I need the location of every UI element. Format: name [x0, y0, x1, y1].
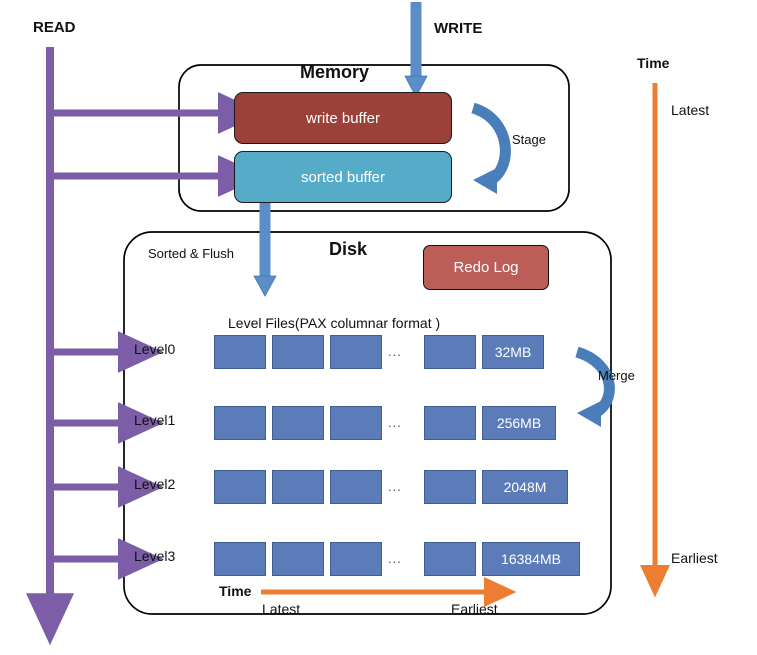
- level-file-block[interactable]: [424, 470, 476, 504]
- level-files-caption: Level Files(PAX columnar format ): [228, 315, 441, 331]
- sorted-buffer-box[interactable]: sorted buffer: [234, 151, 452, 203]
- redo-log-label: Redo Log: [453, 259, 519, 276]
- level-size-label: 16384MB: [501, 551, 561, 567]
- write-buffer-label: write buffer: [306, 109, 380, 127]
- sorted-flush-label: Sorted & Flush: [148, 246, 234, 261]
- stage-arrow: [470, 102, 511, 194]
- write-buffer-box[interactable]: write buffer: [234, 92, 452, 144]
- memory-title: Memory: [300, 62, 370, 82]
- read-arrow-group: [26, 47, 264, 646]
- time-axis-bottom-title: Time: [219, 583, 252, 599]
- disk-title: Disk: [329, 239, 368, 259]
- merge-arrow: [575, 346, 615, 427]
- time-axis-right-top-label: Latest: [671, 102, 710, 118]
- memory-container: [178, 64, 570, 212]
- time-axis-right-title: Time: [637, 55, 670, 71]
- level-file-block[interactable]: [330, 470, 382, 504]
- level-row: Level2... 2048M: [0, 470, 757, 504]
- level-file-block[interactable]: [214, 406, 266, 440]
- level-files-ellipsis: ...: [388, 344, 402, 359]
- level-name-label: Level3: [134, 548, 176, 564]
- merge-label: Merge: [598, 368, 635, 383]
- level-size-block[interactable]: 256MB: [482, 406, 556, 440]
- level-file-block[interactable]: [424, 335, 476, 369]
- level-size-label: 256MB: [496, 415, 542, 431]
- time-axis-right-bottom-label: Earliest: [671, 550, 718, 566]
- stage-label: Stage: [512, 132, 546, 147]
- level-file-block[interactable]: [214, 542, 266, 576]
- level-file-block[interactable]: [424, 542, 476, 576]
- level-file-block[interactable]: [214, 470, 266, 504]
- sorted-buffer-label: sorted buffer: [301, 168, 385, 186]
- read-label: READ: [33, 19, 76, 36]
- level-name-label: Level1: [134, 412, 176, 428]
- level-files-ellipsis: ...: [388, 479, 402, 494]
- write-label: WRITE: [434, 20, 483, 37]
- level-size-label: 32MB: [494, 344, 532, 360]
- level-files-ellipsis: ...: [388, 415, 402, 430]
- level-size-block[interactable]: 32MB: [482, 335, 544, 369]
- level-row: Level1... 256MB: [0, 406, 757, 440]
- time-axis-bottom-end-label: Earliest: [451, 601, 498, 617]
- level-row: Level3... 16384MB: [0, 542, 757, 576]
- level-file-block[interactable]: [330, 542, 382, 576]
- level-size-block[interactable]: 16384MB: [482, 542, 580, 576]
- level-file-block[interactable]: [330, 406, 382, 440]
- level-size-label: 2048M: [503, 479, 547, 495]
- write-arrow: [404, 2, 428, 98]
- level-file-block[interactable]: [272, 335, 324, 369]
- level-file-block[interactable]: [330, 335, 382, 369]
- level-files-ellipsis: ...: [388, 551, 402, 566]
- level-file-block[interactable]: [272, 406, 324, 440]
- level-file-block[interactable]: [272, 542, 324, 576]
- sorted-flush-arrow: [253, 203, 277, 297]
- level-name-label: Level0: [134, 341, 176, 357]
- level-name-label: Level2: [134, 476, 176, 492]
- level-size-block[interactable]: 2048M: [482, 470, 568, 504]
- time-axis-bottom-start-label: Latest: [262, 601, 301, 617]
- level-file-block[interactable]: [424, 406, 476, 440]
- level-file-block[interactable]: [214, 335, 266, 369]
- level-row: Level0... 32MB: [0, 335, 757, 369]
- level-file-block[interactable]: [272, 470, 324, 504]
- redo-log-box[interactable]: Redo Log: [423, 245, 549, 290]
